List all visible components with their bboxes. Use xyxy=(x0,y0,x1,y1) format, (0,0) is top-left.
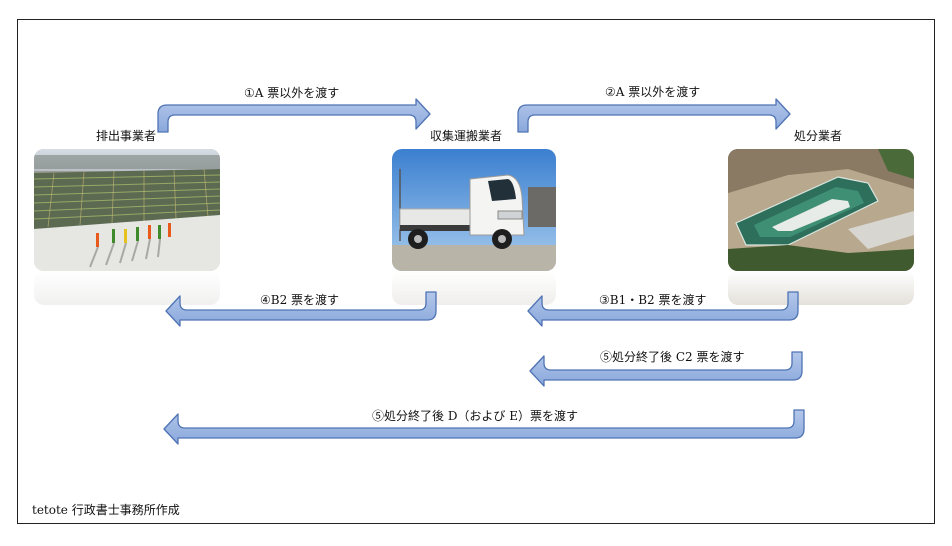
disposer-photo xyxy=(728,149,914,305)
arrow-1 xyxy=(157,98,431,133)
arrow-2-label: ②A 票以外を渡す xyxy=(605,85,701,99)
arrow-3-label: ③B1・B2 票を渡す xyxy=(599,293,707,307)
arrow-4 xyxy=(165,291,437,327)
construction-site-photo-icon xyxy=(34,149,220,271)
label-discharger: 排出事業者 xyxy=(96,129,157,143)
landfill-aerial-photo-icon xyxy=(728,149,914,271)
credit-text: tetote 行政書士事務所作成 xyxy=(32,503,180,517)
arrow-2 xyxy=(517,98,791,133)
arrow-5b xyxy=(163,409,805,445)
arrow-4-label: ④B2 票を渡す xyxy=(260,293,340,307)
arrow-1-label: ①A 票以外を渡す xyxy=(244,86,340,100)
collector-photo xyxy=(392,149,556,305)
label-collector: 収集運搬業者 xyxy=(430,129,503,143)
diagram-frame xyxy=(17,19,935,524)
label-disposer: 処分業者 xyxy=(794,129,843,143)
arrow-5b-label: ⑤処分終了後 D（および E）票を渡す xyxy=(372,409,579,423)
arrow-3 xyxy=(527,291,799,327)
discharger-photo xyxy=(34,149,220,305)
arrow-5a-label: ⑤処分終了後 C2 票を渡す xyxy=(600,350,745,364)
arrow-5a xyxy=(529,351,803,387)
truck-photo-icon xyxy=(392,149,556,271)
